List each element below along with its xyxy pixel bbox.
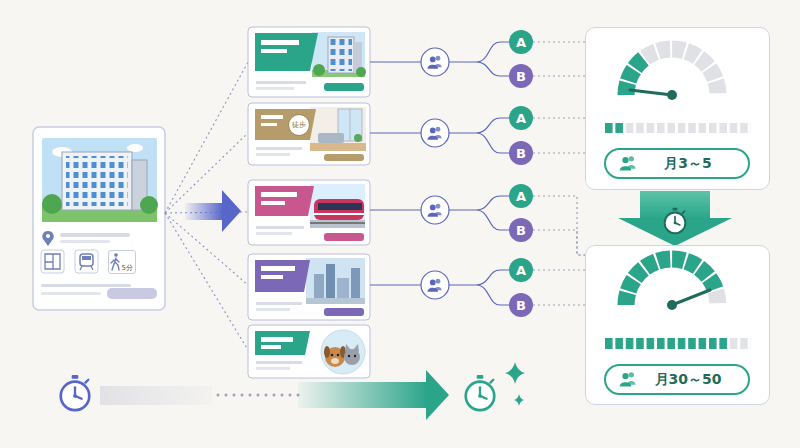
timeline — [61, 362, 525, 420]
feature-badge: 徒歩 — [288, 114, 310, 136]
variant-circle: A — [509, 106, 533, 130]
variant-circle: A — [509, 30, 533, 54]
dotted-connector — [533, 117, 585, 118]
dotted-connector — [533, 269, 585, 270]
variant-letter: A — [516, 36, 526, 49]
ad-card — [248, 325, 370, 378]
listing-card — [33, 127, 165, 310]
monthly-count: 月3～5 — [604, 148, 750, 179]
walk-time: 5分 — [122, 265, 133, 272]
variant-letter: B — [516, 299, 526, 312]
ad-card — [248, 254, 370, 320]
variant-letter: B — [516, 70, 526, 83]
variant-circle: A — [509, 258, 533, 282]
ad-card — [248, 103, 370, 165]
walk-time-tile: 5分 — [108, 250, 136, 274]
dotted-connector — [533, 75, 585, 76]
result-panel: 月3～5 — [585, 27, 770, 190]
variant-circle: A — [509, 184, 533, 208]
variant-letter: B — [516, 224, 526, 237]
badge-text: 徒歩 — [292, 122, 306, 129]
variant-circle: B — [509, 141, 533, 165]
gauge — [605, 259, 751, 351]
result-panel: 月30～50 — [585, 245, 770, 405]
monthly-count: 月30～50 — [604, 364, 750, 395]
flow-arrow — [185, 190, 241, 232]
variant-letter: A — [516, 112, 526, 125]
audience-icon — [421, 48, 449, 299]
ad-card — [248, 180, 370, 245]
split-lines — [370, 42, 509, 305]
variant-letter: A — [516, 190, 526, 203]
variant-circle: B — [509, 293, 533, 317]
ad-card — [248, 27, 370, 97]
dotted-connector — [533, 152, 585, 153]
fan-lines — [165, 62, 248, 350]
panel-bg — [585, 245, 770, 405]
people-icon — [620, 156, 636, 170]
variant-letter: B — [516, 147, 526, 160]
dotted-connector — [533, 41, 585, 42]
gauge — [605, 49, 751, 141]
variant-circle: B — [509, 218, 533, 242]
dotted-connector — [533, 230, 585, 255]
variant-letter: A — [516, 264, 526, 277]
people-icon — [620, 372, 636, 386]
panel-bg — [585, 27, 770, 190]
improve-arrow — [618, 191, 732, 246]
dotted-connector — [533, 196, 585, 255]
variant-circle: B — [509, 64, 533, 88]
dotted-connector — [533, 304, 585, 305]
